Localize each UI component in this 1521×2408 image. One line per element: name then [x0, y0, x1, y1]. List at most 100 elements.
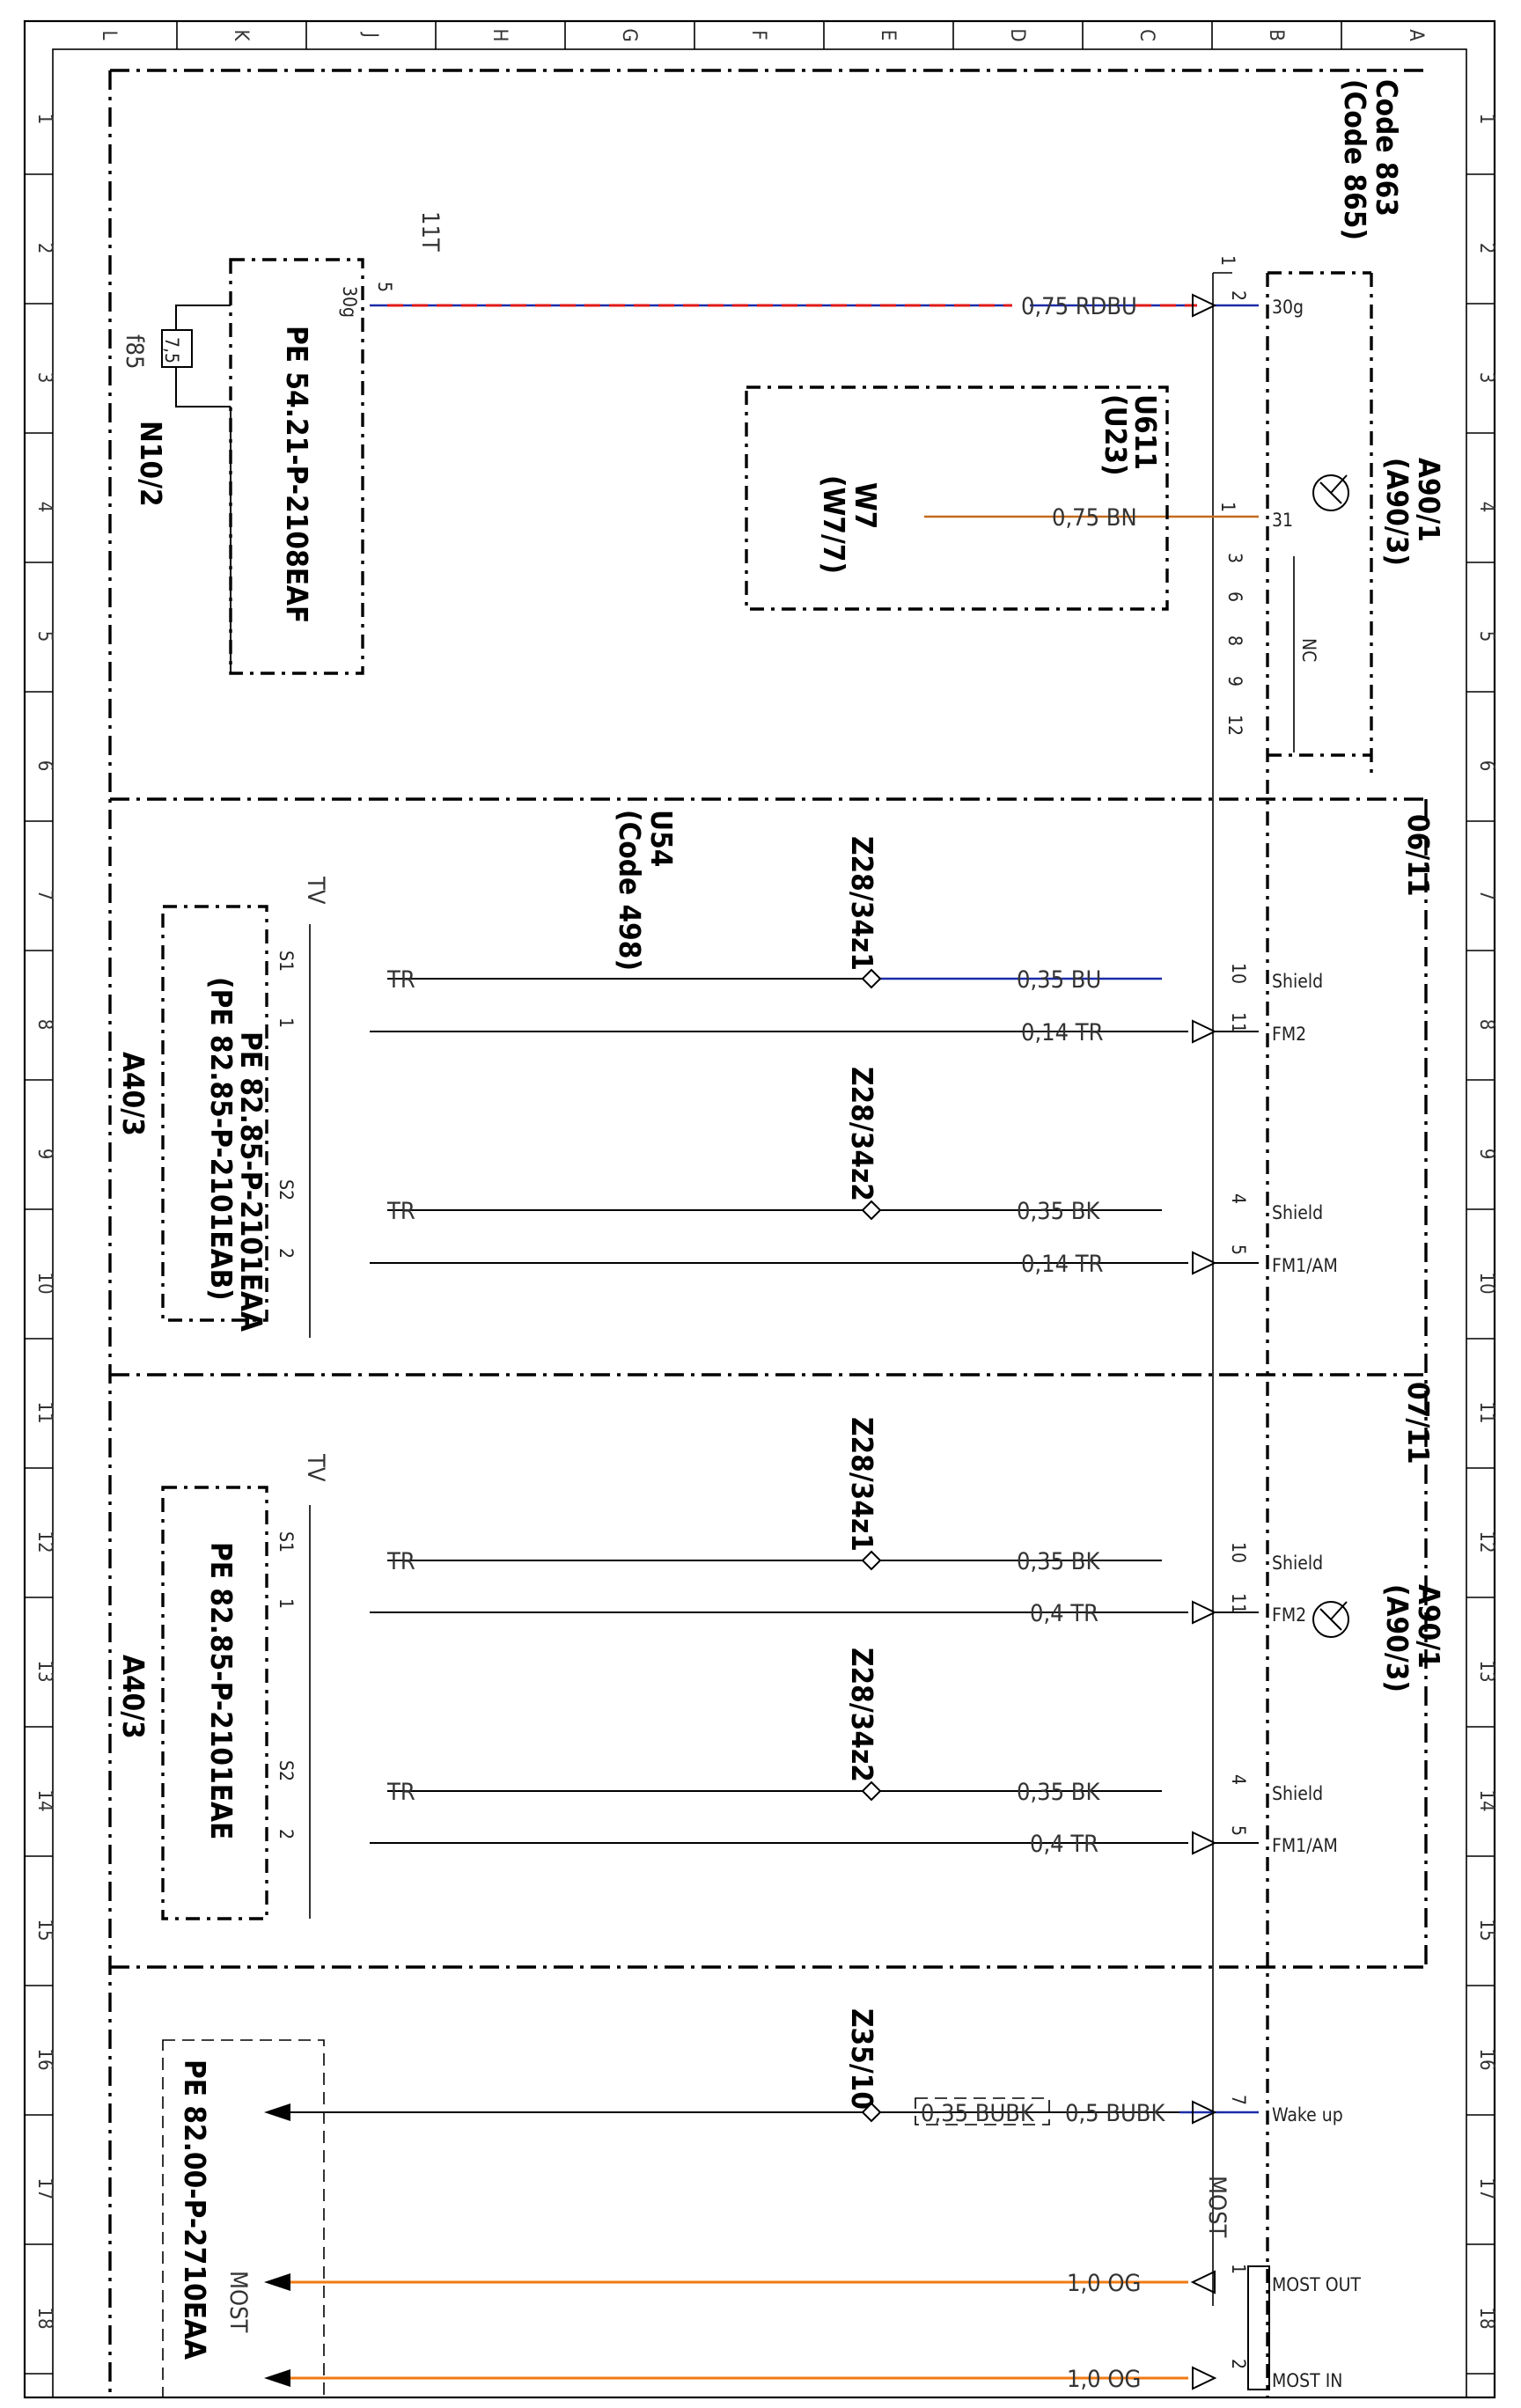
wire-label-w4: 0,14 TR [1021, 1251, 1104, 1278]
arrow-icon [1192, 1831, 1217, 1855]
pin-s1-b: S1 [276, 1531, 297, 1553]
ground-symbol-icon [1312, 474, 1349, 511]
row-10-left: 10 [33, 1272, 55, 1294]
pin-s1-a: S1 [276, 951, 297, 972]
wire-label-tr-3: TR [386, 1198, 415, 1225]
wire-label-bubk: 0,5 BUBK [1065, 2100, 1165, 2127]
row-14-right: 14 [1475, 1789, 1497, 1811]
pin-10-a: 10 [1228, 963, 1249, 984]
most-label-right: MOST [1203, 2176, 1231, 2238]
row-8-left: 8 [33, 1019, 55, 1031]
fuse-wiring [175, 305, 231, 673]
row-5-right: 5 [1475, 631, 1497, 642]
arrow-icon [1190, 2270, 1216, 2294]
splice-icon [861, 1550, 882, 1571]
u611-box [745, 385, 1169, 611]
arrow-icon [1192, 293, 1217, 318]
ground-symbol-icon [1312, 1601, 1349, 1638]
u54-alt: (Code 498) [613, 810, 647, 971]
pin-wakeup: Wake up [1272, 2104, 1343, 2125]
a40-bottom-name: A40/3 [116, 1655, 151, 1739]
wire-label-w2: 0,14 TR [1021, 1019, 1104, 1046]
n10-pin-5: 5 [374, 282, 395, 292]
row-12-left: 12 [33, 1531, 55, 1553]
row-14-left: 14 [33, 1789, 55, 1811]
row-4-left: 4 [33, 502, 55, 513]
n10-connector: 11T [416, 211, 444, 252]
splice-z3: Z28/34z1 [845, 1417, 879, 1552]
a40-top-box [161, 905, 268, 1322]
bubk-alt-box [915, 2097, 1050, 2125]
pe-a40-2: (PE 82.85-P-2101EAB) [204, 977, 239, 1301]
pin-most-in: 2 [1228, 2359, 1249, 2369]
pin-shield-b: Shield [1272, 1202, 1323, 1223]
a40-top-name: A40/3 [116, 1052, 151, 1136]
row-2-left: 2 [33, 243, 55, 254]
row-9-right: 9 [1475, 1149, 1497, 1160]
wire-label-og2: 1,0 OG [1067, 2366, 1141, 2393]
row-16-left: 16 [33, 2048, 55, 2070]
jump-06-11: 06/11 [1401, 814, 1436, 896]
arrow-icon [1192, 1251, 1217, 1275]
pin-fm1am-b: FM1/AM [1272, 1835, 1338, 1856]
pin-fm2-b: FM2 [1272, 1604, 1306, 1626]
fuse-value: 7,5 [161, 337, 182, 363]
a90-connector-box [1212, 271, 1373, 2397]
wire-label-w5: 0,35 BK [1017, 1548, 1100, 1575]
pin-5-b: 5 [1228, 1825, 1249, 1836]
wire-label-bubk-alt: 0,35 BUBK [921, 2100, 1035, 2127]
arrow-left-icon [264, 2273, 290, 2291]
pin-11-a: 11 [1228, 1012, 1249, 1033]
arrow-icon [1192, 2366, 1217, 2390]
row-15-left: 15 [33, 1919, 55, 1941]
most-ref-box [162, 2039, 325, 2398]
row-2-right: 2 [1475, 243, 1497, 254]
row-1-right: 1 [1475, 114, 1497, 125]
fuse-id: f85 [121, 334, 148, 369]
nc-pins: 3 6 8 9 12 NC [1224, 553, 1319, 752]
tv-label-bottom: TV [302, 1453, 329, 1482]
col-b: B [1265, 29, 1287, 41]
col-j: J [359, 31, 381, 38]
row-6-left: 6 [33, 760, 55, 772]
wire-label-w6: 0,4 TR [1030, 1600, 1098, 1627]
pin-shield-c: Shield [1272, 1553, 1323, 1574]
col-g: G [618, 28, 640, 41]
wire-label-tr-1: TR [386, 966, 415, 994]
most-connector [1247, 2265, 1270, 2390]
row-12-right: 12 [1475, 1531, 1497, 1553]
row-17-left: 17 [33, 2177, 55, 2199]
label-most-in: MOST IN [1272, 2370, 1342, 2391]
row-13-left: 13 [33, 1660, 55, 1682]
n10-name: N10/2 [134, 421, 168, 507]
col-h: H [489, 29, 511, 42]
most-label-left: MOST [224, 2271, 252, 2333]
row-18-right: 18 [1475, 2307, 1497, 2329]
nc-pin-3: 3 [1224, 553, 1245, 563]
w7-name: W7 [849, 482, 883, 529]
u611-name: U611 [1128, 394, 1163, 470]
pin-11-b: 11 [1228, 1593, 1249, 1614]
splice-icon [861, 2102, 882, 2123]
pin-31: 31 [1272, 510, 1293, 531]
pin-shield-d: Shield [1272, 1783, 1323, 1804]
row-11-left: 11 [33, 1401, 55, 1423]
col-c: C [1135, 29, 1157, 41]
pin-4-a: 4 [1228, 1193, 1249, 1204]
arrow-icon [1192, 2100, 1217, 2125]
pe-a40-3: PE 82.85-P-2101EAE [204, 1542, 239, 1839]
row-13-right: 13 [1475, 1660, 1497, 1682]
col-l: L [98, 30, 120, 40]
row-16-right: 16 [1475, 2048, 1497, 2070]
u54-name: U54 [644, 810, 679, 867]
pin-7: 7 [1228, 2095, 1249, 2105]
wire-label-w8: 0,4 TR [1030, 1831, 1098, 1858]
pin-fm2-a: FM2 [1272, 1024, 1306, 1045]
pin-two-b: 2 [276, 1829, 297, 1839]
splice-icon [861, 968, 882, 989]
col-e: E [877, 30, 899, 41]
row-6-right: 6 [1475, 760, 1497, 772]
arrow-left-icon [264, 2103, 290, 2121]
splice-icon [861, 1780, 882, 1802]
